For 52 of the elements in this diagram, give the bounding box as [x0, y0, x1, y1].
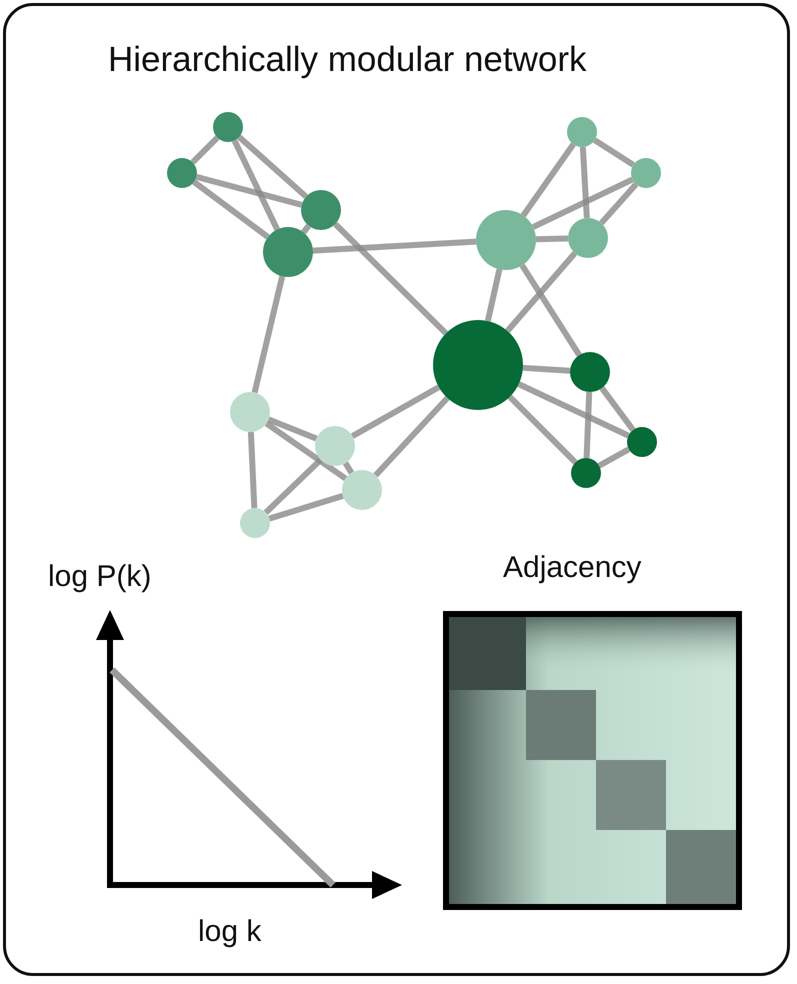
network-link [484, 268, 502, 322]
title: Hierarchically modular network [108, 40, 586, 80]
network-node-circle [240, 508, 270, 538]
network-link [373, 396, 450, 478]
network-link [268, 493, 344, 522]
network-node-circle [342, 470, 382, 510]
network-link [505, 251, 578, 333]
network-link [267, 416, 318, 442]
network-node-circle [631, 158, 661, 188]
network-node-circle [627, 427, 657, 457]
network-link [301, 224, 311, 234]
network-link [599, 182, 638, 226]
network-link [232, 139, 280, 231]
network-link [584, 392, 592, 458]
network-link [342, 461, 354, 475]
network-link [532, 176, 634, 230]
network-node-circle [213, 112, 243, 142]
network-link [196, 174, 302, 208]
network-node-circle [230, 392, 270, 432]
network-link [522, 364, 570, 374]
network-node-circle [567, 117, 597, 147]
network-node-circle [433, 320, 523, 410]
network-link [593, 138, 635, 168]
network-node-circle [568, 218, 608, 258]
network-node-circle [570, 352, 610, 392]
network-link [520, 142, 576, 218]
network-link [536, 236, 568, 242]
network-link [264, 420, 348, 482]
network-node-circle [571, 458, 601, 488]
network-node-circle [315, 426, 355, 466]
network-link [600, 386, 636, 432]
axis-label: Adjacency [503, 551, 642, 585]
network-link [248, 432, 258, 508]
network-link [517, 381, 630, 438]
axis-label: log k [198, 915, 262, 949]
network-link [252, 276, 286, 394]
axis-label: log P(k) [48, 560, 152, 594]
network-link [580, 146, 590, 218]
network-link [264, 458, 323, 515]
network-link [598, 446, 630, 468]
network-link [190, 135, 220, 165]
network-node-circle [476, 210, 536, 270]
network-link [237, 134, 308, 199]
network-link [312, 238, 476, 254]
network-link [508, 394, 578, 465]
network-link [520, 264, 582, 357]
network-link [350, 384, 440, 439]
network-node-circle [301, 190, 341, 230]
network-link [333, 222, 448, 336]
network-link [192, 180, 270, 240]
network-node-circle [167, 158, 197, 188]
network-node-circle [263, 227, 313, 277]
